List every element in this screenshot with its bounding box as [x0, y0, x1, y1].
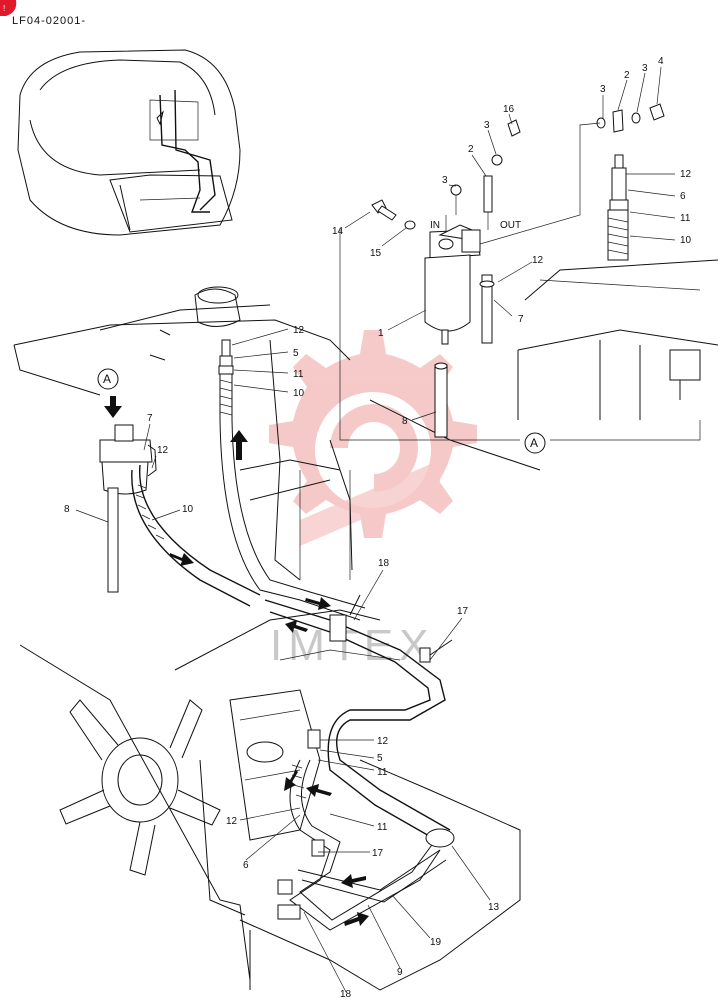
watermark-text: IMTEX	[270, 621, 434, 670]
label-part-16: 16	[503, 104, 515, 115]
label-part-14: 14	[332, 226, 344, 237]
label-part-11: 11	[377, 767, 388, 778]
svg-text:A: A	[530, 436, 538, 450]
label-part-12: 12	[293, 325, 305, 336]
label-part-15: 15	[370, 248, 382, 259]
machine-overview-sketch	[17, 49, 241, 236]
label-in: IN	[430, 220, 440, 231]
label-part-2: 2	[624, 70, 630, 81]
exploded-filter-view	[339, 103, 719, 441]
corner-marker: !	[0, 0, 17, 16]
label-part-12: 12	[377, 736, 389, 747]
label-part-7: 7	[147, 413, 153, 424]
label-part-9: 9	[397, 967, 403, 978]
label-part-11: 11	[377, 822, 388, 833]
label-part-12: 12	[680, 169, 692, 180]
flow-arrow-3	[284, 770, 298, 791]
label-part-18: 18	[340, 989, 352, 1000]
label-part-17: 17	[457, 606, 469, 617]
label-part-10: 10	[680, 235, 692, 246]
flow-arrow-6	[344, 912, 369, 926]
fuel-filter-left	[99, 424, 261, 607]
flow-arrow-2	[285, 620, 308, 633]
engine-outline-lower	[19, 609, 521, 991]
label-part-7: 7	[518, 314, 524, 325]
label-part-3: 3	[484, 120, 490, 131]
label-part-12: 12	[532, 255, 544, 266]
label-part-8: 8	[64, 504, 70, 515]
label-part-5: 5	[377, 753, 383, 764]
label-part-2: 2	[468, 144, 474, 155]
label-part-12: 12	[226, 816, 238, 827]
label-part-6: 6	[680, 191, 686, 202]
label-part-10: 10	[182, 504, 194, 515]
svg-text:!: !	[3, 4, 5, 13]
label-part-3: 3	[600, 84, 606, 95]
view-a-marker-left: A	[97, 368, 122, 418]
label-part-19: 19	[430, 937, 442, 948]
part-labels: 3 2 3 4 16 3 2 3 14 15 12 7 1 8 12 6 11 …	[64, 56, 692, 1000]
label-part-5: 5	[293, 348, 299, 359]
flow-arrow-1	[305, 597, 331, 610]
label-part-17: 17	[372, 848, 384, 859]
flow-arrow-up	[230, 430, 248, 460]
label-part-4: 4	[658, 56, 664, 67]
callout-leaders	[75, 66, 676, 993]
label-part-13: 13	[488, 902, 500, 913]
label-part-8: 8	[402, 416, 408, 427]
label-part-10: 10	[293, 388, 305, 399]
upper-hose-assembly	[218, 339, 366, 621]
lower-hose-assembly	[264, 594, 455, 931]
flow-arrow-5	[341, 874, 366, 888]
label-part-11: 11	[293, 369, 304, 380]
label-part-3: 3	[442, 175, 448, 186]
engine-outline-upper	[13, 286, 541, 581]
document-code: LF04-02001-	[12, 15, 86, 27]
svg-text:A: A	[103, 372, 111, 386]
label-part-11: 11	[680, 213, 691, 224]
label-part-3: 3	[642, 63, 648, 74]
label-part-1: 1	[378, 328, 384, 339]
label-part-18: 18	[378, 558, 390, 569]
view-a-marker-right: A	[524, 432, 546, 454]
label-out: OUT	[500, 220, 521, 231]
label-part-6: 6	[243, 860, 249, 871]
flow-arrow-4	[306, 784, 332, 797]
label-part-12: 12	[157, 445, 169, 456]
flow-arrow-down-right	[170, 553, 194, 566]
watermark-logo	[269, 330, 477, 546]
